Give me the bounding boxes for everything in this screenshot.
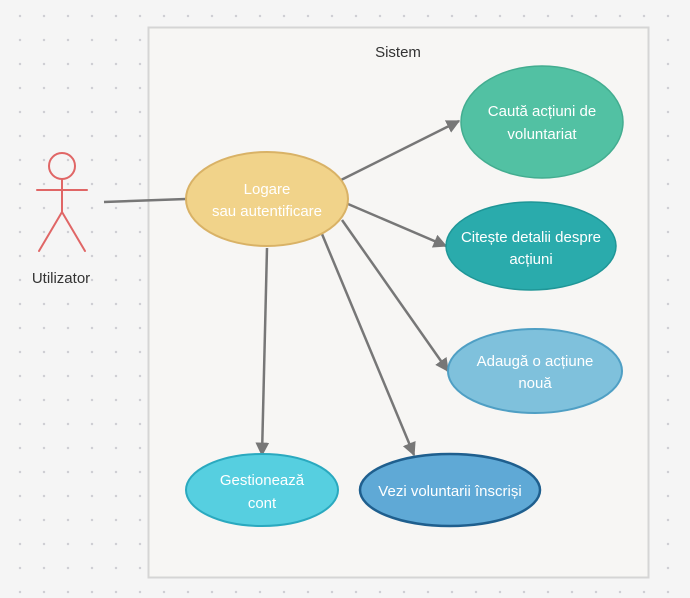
use-case-view-volunteers[interactable]: Vezi voluntarii înscriși (358, 452, 542, 528)
use-case-login[interactable]: Logare sau autentificare (185, 151, 349, 247)
actor-head (48, 152, 76, 180)
use-case-read-details-line2: acțiuni (509, 251, 552, 268)
use-case-add-action-shape (447, 328, 623, 414)
use-case-search[interactable]: Caută acțiuni de voluntariat (460, 65, 624, 179)
use-case-search-line2: voluntariat (507, 126, 577, 143)
actor-label: Utilizator (32, 270, 90, 287)
use-case-manage-account-shape (185, 453, 339, 527)
actor-right-leg (61, 211, 86, 252)
use-case-manage-account-line1: Gestionează (220, 472, 305, 489)
use-case-add-action[interactable]: Adaugă o acțiune nouă (447, 328, 623, 414)
association-line (103, 197, 187, 204)
actor-figure (36, 152, 88, 252)
arrow-to-search (340, 119, 461, 182)
arrow-to-manage (255, 247, 270, 457)
use-case-login-line2: sau autentificare (212, 203, 322, 220)
system-label: Sistem (375, 44, 421, 61)
arrow-to-read (347, 202, 448, 248)
use-case-manage-account[interactable]: Gestionează cont (185, 453, 339, 527)
use-case-read-details[interactable]: Citește detalii despre acțiuni (445, 201, 617, 291)
arrow-to-add (340, 219, 450, 373)
use-case-add-action-line2: nouă (518, 375, 552, 392)
use-case-read-details-shape (445, 201, 617, 291)
use-case-login-line1: Logare (244, 181, 291, 198)
use-case-add-action-line1: Adaugă o acțiune (477, 353, 594, 370)
use-case-view-volunteers-line1: Vezi voluntarii înscriși (378, 483, 521, 500)
arrow-to-volunteers (320, 233, 416, 457)
use-case-login-shape (185, 151, 349, 247)
actor-left-leg (38, 211, 63, 252)
use-case-search-shape (460, 65, 624, 179)
use-case-view-volunteers-shape (358, 452, 542, 528)
use-case-search-line1: Caută acțiuni de (488, 103, 596, 120)
use-case-manage-account-line2: cont (248, 495, 277, 512)
use-case-read-details-line1: Citește detalii despre (461, 229, 601, 246)
